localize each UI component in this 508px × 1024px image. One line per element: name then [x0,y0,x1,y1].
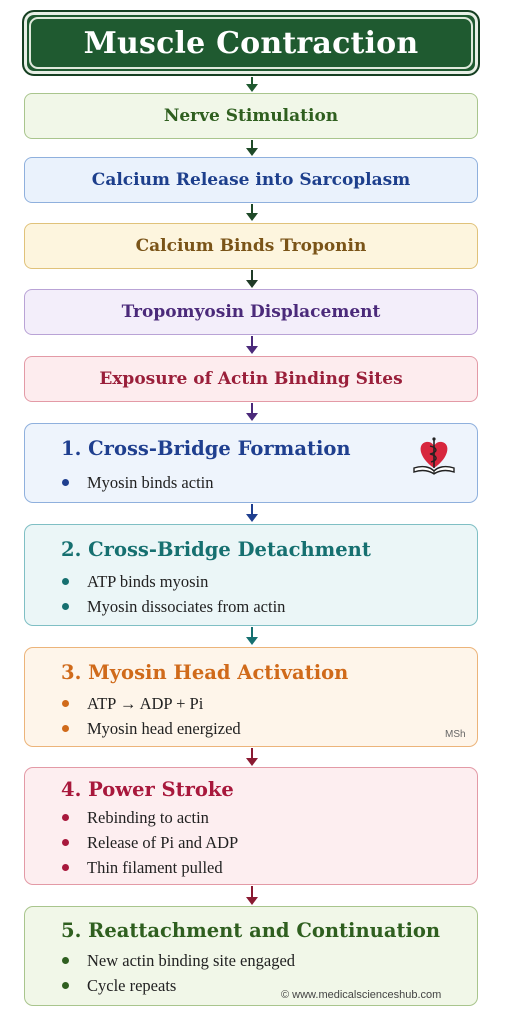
bullet-icon [62,839,69,846]
card-cross-bridge-detachment: 2. Cross-Bridge Detachment ATP binds myo… [24,524,478,626]
arrow-icon [246,748,258,766]
list-item: Myosin dissociates from actin [61,594,285,619]
card-title: 1. Cross-Bridge Formation [61,437,351,460]
arrow-icon [246,504,258,522]
watermark: MSh [445,729,466,740]
card-title: 2. Cross-Bridge Detachment [61,538,371,561]
copyright-footer: © www.medicalscienceshub.com [281,989,442,1001]
step-tropomyosin-displacement: Tropomyosin Displacement [24,289,478,335]
arrow-icon [246,204,258,221]
bullet-icon [62,957,69,964]
bullet-icon [62,479,69,486]
bullet-icon [62,578,69,585]
step-nerve-stimulation: Nerve Stimulation [24,93,478,139]
card-title: 4. Power Stroke [61,778,234,801]
arrow-icon [246,270,258,288]
list-item: Rebinding to actin [61,805,238,830]
list-item: ATP → ADP + Pi [61,691,241,716]
heart-caduceus-book-icon [413,437,455,475]
card-reattachment-continuation: 5. Reattachment and Continuation New act… [24,906,478,1006]
page-title: Muscle Contraction [83,25,419,61]
step-label: Tropomyosin Displacement [121,302,381,322]
bullet-icon [62,725,69,732]
bullet-icon [62,982,69,989]
step-exposure-actin-sites: Exposure of Actin Binding Sites [24,356,478,402]
card-title: 5. Reattachment and Continuation [61,919,441,942]
arrow-icon [246,140,258,156]
bullet-icon [62,864,69,871]
card-power-stroke: 4. Power Stroke Rebinding to actin Relea… [24,767,478,885]
bullet-icon [62,700,69,707]
arrow-icon [246,77,258,92]
list-item: Myosin binds actin [61,470,214,495]
card-cross-bridge-formation: 1. Cross-Bridge Formation Myosin binds a… [24,423,478,503]
list-item: Thin filament pulled [61,855,238,880]
bullet-icon [62,814,69,821]
bullet-icon [62,603,69,610]
card-title: 3. Myosin Head Activation [61,661,349,684]
list-item: ATP binds myosin [61,569,285,594]
step-calcium-release: Calcium Release into Sarcoplasm [24,157,478,203]
list-item: Release of Pi and ADP [61,830,238,855]
title-banner: Muscle Contraction [22,10,480,76]
list-item: Myosin head energized [61,716,241,741]
arrow-icon [246,627,258,645]
card-myosin-head-activation: 3. Myosin Head Activation ATP → ADP + Pi… [24,647,478,747]
arrow-icon [246,886,258,905]
list-item: New actin binding site engaged [61,948,295,973]
step-label: Calcium Binds Troponin [135,236,367,256]
step-calcium-binds-troponin: Calcium Binds Troponin [24,223,478,269]
step-label: Nerve Stimulation [163,106,339,126]
step-label: Exposure of Actin Binding Sites [99,369,403,389]
arrow-icon [246,403,258,421]
list-item: Cycle repeats [61,973,295,998]
arrow-icon [246,336,258,354]
step-label: Calcium Release into Sarcoplasm [91,170,411,190]
